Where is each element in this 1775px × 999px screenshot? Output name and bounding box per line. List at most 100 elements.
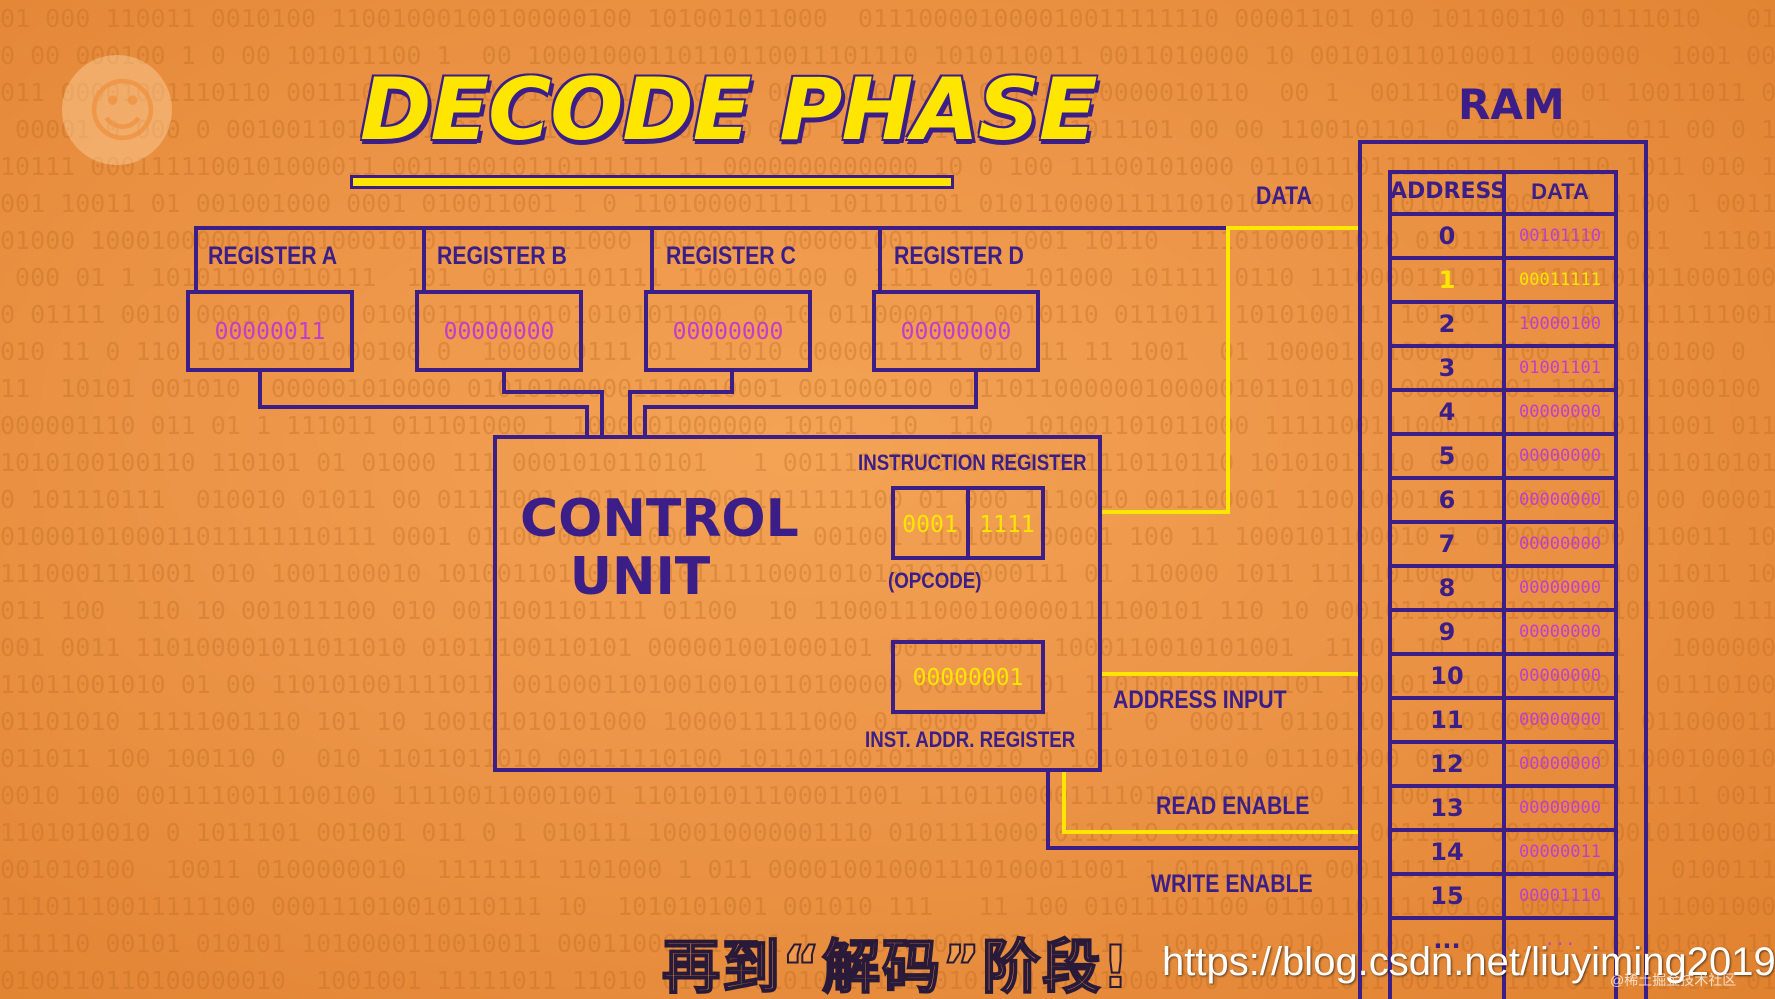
ram-row: 11 00000000 <box>1388 696 1618 742</box>
ram-row: 8 00000000 <box>1388 564 1618 610</box>
ram-data-cell: 00000000 <box>1519 666 1601 686</box>
control-unit-box <box>493 435 1102 772</box>
read-enable-outline <box>1046 772 1358 850</box>
ram-address-cell: 2 <box>1438 310 1456 338</box>
ram-data-cell: 00000000 <box>1519 534 1601 554</box>
ram-data-cell: 00001110 <box>1519 886 1601 906</box>
ram-row-divider <box>1388 608 1618 612</box>
instruction-address-value: 1111 <box>979 512 1035 538</box>
ram-row-divider <box>1388 564 1618 568</box>
instruction-register-label: INSTRUCTION REGISTER <box>858 450 1087 475</box>
read-enable-line <box>1062 772 1358 834</box>
ram-data-cell: 00000000 <box>1519 578 1601 598</box>
read-enable-label: READ ENABLE <box>1156 792 1310 820</box>
register-bus-top <box>194 226 1228 290</box>
ram-row-divider <box>1388 784 1618 788</box>
ram-row-divider <box>1388 828 1618 832</box>
ram-row: ...... <box>1388 916 1618 962</box>
ram-row: 1 00011111 <box>1388 256 1618 302</box>
register-c-label: REGISTER C <box>666 242 796 270</box>
ram-row: 0 00101110 <box>1388 212 1618 258</box>
ram-row-divider <box>1388 388 1618 392</box>
ram-address-cell: 8 <box>1438 574 1456 602</box>
register-d-label: REGISTER D <box>894 242 1024 270</box>
ram-address-cell: 6 <box>1438 486 1456 514</box>
register-b-to-cu <box>502 372 604 437</box>
write-enable-label: WRITE ENABLE <box>1151 870 1313 898</box>
ram-data-cell: 00000000 <box>1519 710 1601 730</box>
register-c-value: 00000000 <box>672 319 784 345</box>
instruction-register-divider <box>966 488 970 558</box>
control-unit-title-line2: UNIT <box>569 547 711 607</box>
ram-address-cell: 13 <box>1430 794 1464 822</box>
ram-data-cell: 10000100 <box>1519 314 1601 334</box>
address-input-label: ADDRESS INPUT <box>1113 686 1287 714</box>
page-title: DECODE PHASE <box>360 60 1098 160</box>
ram-address-cell: 7 <box>1438 530 1456 558</box>
inst-addr-register-box <box>891 640 1045 714</box>
ram-address-cell: 4 <box>1438 398 1456 426</box>
ram-row-divider <box>1388 256 1618 260</box>
ram-data-cell: 00000000 <box>1519 622 1601 642</box>
ram-address-cell: 1 <box>1438 266 1456 294</box>
inst-addr-register-label: INST. ADDR. REGISTER <box>865 727 1076 752</box>
register-b-box <box>415 290 583 372</box>
ram-row-divider <box>1388 344 1618 348</box>
instruction-opcode-value: 0001 <box>902 512 958 538</box>
control-unit-title: CONTROL UNIT <box>520 489 799 607</box>
ram-data-cell: 00000000 <box>1519 754 1601 774</box>
ram-data-cell: 00011111 <box>1519 270 1601 290</box>
register-a-label: REGISTER A <box>208 242 338 270</box>
register-a-value: 00000011 <box>214 319 326 345</box>
register-c-to-cu <box>628 372 734 437</box>
ram-address-cell: 9 <box>1438 618 1456 646</box>
ram-row-divider <box>1388 300 1618 304</box>
ram-data-cell: 00000000 <box>1519 446 1601 466</box>
ram-data-cell: 00000000 <box>1519 402 1601 422</box>
register-c-box <box>644 290 812 372</box>
ram-row: 9 00000000 <box>1388 608 1618 654</box>
register-a-box <box>186 290 354 372</box>
opcode-label: (OPCODE) <box>888 568 982 593</box>
data-signal-label: DATA <box>1256 182 1312 210</box>
ram-row-divider <box>1388 212 1618 216</box>
ram-data-cell: 00000000 <box>1519 490 1601 510</box>
ram-address-cell: 0 <box>1438 222 1456 250</box>
ram-address-cell: 11 <box>1430 706 1464 734</box>
register-d-to-cu <box>643 372 978 437</box>
ram-row: 3 01001101 <box>1388 344 1618 390</box>
ram-data-cell: 00101110 <box>1519 226 1601 246</box>
ram-row-divider <box>1388 696 1618 700</box>
ram-row-divider <box>1388 476 1618 480</box>
title-underline <box>350 175 954 189</box>
ram-data-cell: ... <box>1544 930 1576 950</box>
ram-row-divider <box>1388 652 1618 656</box>
ram-address-cell: ... <box>1433 926 1461 954</box>
ram-row-divider <box>1388 872 1618 876</box>
ram-address-cell: 3 <box>1438 354 1456 382</box>
ram-data-cell: 00000000 <box>1519 798 1601 818</box>
ram-row: 4 00000000 <box>1388 388 1618 434</box>
ram-header-address: ADDRESS <box>1390 179 1507 204</box>
ram-address-cell: 15 <box>1430 882 1464 910</box>
register-d-box <box>872 290 1040 372</box>
inst-addr-register-value: 00000001 <box>912 665 1024 691</box>
control-unit-title-line1: CONTROL <box>520 489 799 549</box>
ram-data-cell: 01001101 <box>1519 358 1601 378</box>
watermark-url: https://blog.csdn.net/liuyiming2019 <box>1162 940 1775 984</box>
subtitle-caption: 再到“解码”阶段! <box>661 932 1131 999</box>
data-line <box>1100 226 1358 514</box>
ram-row: 15 00001110 <box>1388 872 1618 918</box>
ram-row-divider <box>1388 740 1618 744</box>
ram-row: 6 00000000 <box>1388 476 1618 522</box>
pbs-logo-icon: ☺ <box>62 55 172 165</box>
ram-header-row: ADDRESS DATA <box>1390 170 1616 214</box>
ram-row: 7 00000000 <box>1388 520 1618 566</box>
